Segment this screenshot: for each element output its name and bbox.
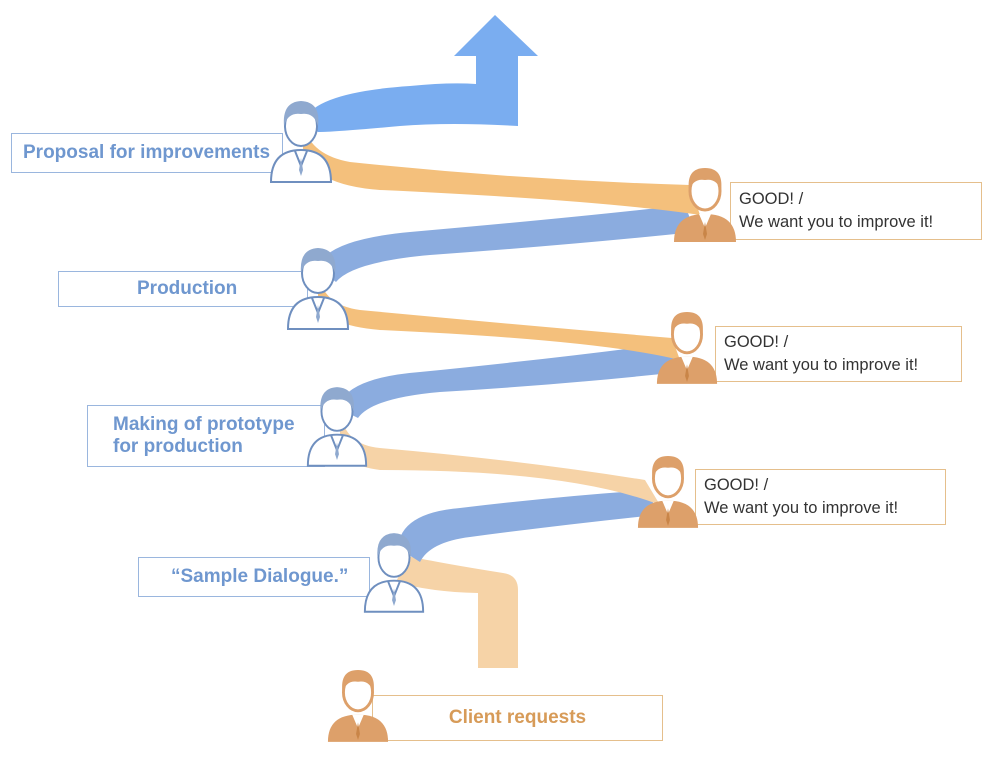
orange-band-3 [303, 124, 700, 215]
businessman-icon [306, 387, 368, 467]
blue-band-2 [338, 343, 680, 418]
businessman-icon [363, 533, 425, 613]
feedback-box-2: GOOD! / We want you to improve it! [715, 326, 962, 382]
orange-band-start [396, 556, 518, 668]
orange-band-2 [318, 272, 680, 360]
feedback-line-1: GOOD! / [704, 476, 769, 494]
feedback-line-2: We want you to improve it! [739, 213, 934, 231]
client-person-icon [327, 670, 389, 742]
blue-band-3 [318, 205, 695, 282]
step-label-sample-dialogue: “Sample Dialogue.” [138, 557, 370, 597]
feedback-box-3: GOOD! / We want you to improve it! [695, 469, 946, 525]
client-person-icon [656, 312, 718, 384]
client-requests-text: Client requests [448, 707, 587, 728]
feedback-line-1: GOOD! / [724, 333, 789, 351]
step-label-text: “Sample Dialogue.” [171, 566, 349, 587]
step-label-prototype: Making of prototype for production [87, 405, 325, 467]
client-person-icon [674, 168, 736, 242]
blue-band-1 [398, 490, 656, 562]
orange-band-1 [340, 412, 660, 505]
feedback-line-1: GOOD! / [739, 190, 804, 208]
feedback-line-2: We want you to improve it! [724, 356, 919, 374]
step-label-production: Production [58, 271, 308, 307]
client-person-icon [637, 456, 699, 528]
step-label-text: Making of prototype for production [113, 414, 295, 457]
feedback-box-1: GOOD! / We want you to improve it! [730, 182, 982, 240]
step-label-proposal: Proposal for improvements [11, 133, 283, 173]
step-label-text: Proposal for improvements [23, 142, 271, 163]
client-requests-label: Client requests [372, 695, 663, 741]
step-label-text: Production [137, 278, 238, 299]
feedback-line-2: We want you to improve it! [704, 499, 899, 517]
businessman-icon [269, 101, 333, 183]
blue-band-top [305, 15, 538, 132]
businessman-icon [286, 248, 350, 330]
